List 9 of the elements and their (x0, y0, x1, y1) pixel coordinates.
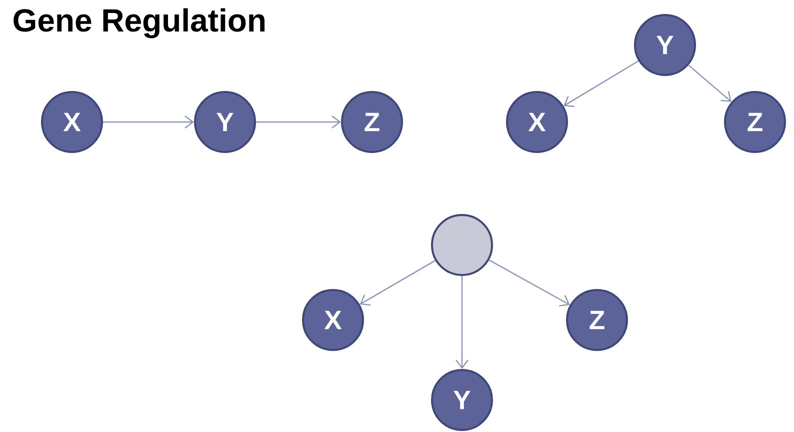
arrow (256, 116, 341, 128)
arrow (360, 260, 436, 306)
title: Gene Regulation (14, 8, 265, 38)
arrow (103, 116, 194, 128)
arrow (488, 260, 570, 306)
arrow (688, 64, 732, 102)
regulator-circle (431, 214, 493, 276)
arrow (456, 276, 468, 369)
arrow (564, 60, 639, 108)
